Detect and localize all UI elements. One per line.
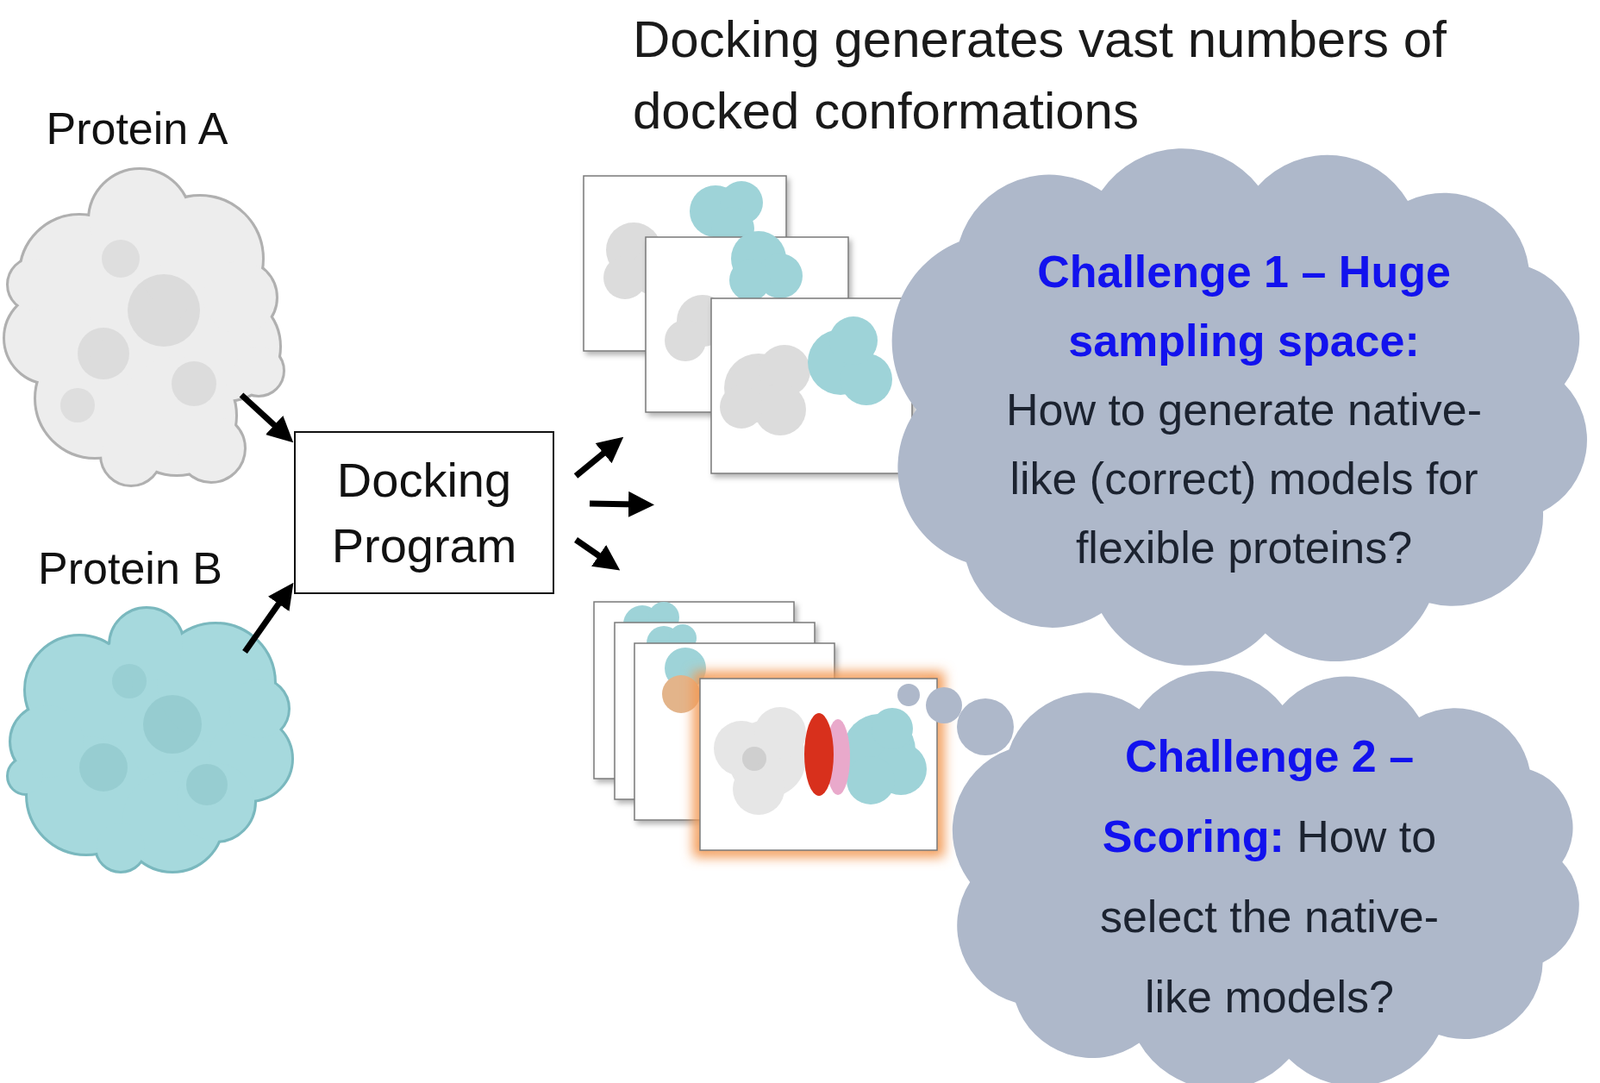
cloud-outline (952, 670, 1580, 1083)
protein-label: Protein A (25, 101, 249, 156)
model-stack (583, 175, 913, 474)
model-stack (603, 256, 647, 300)
protein-a-figure (77, 327, 130, 380)
protein-figure: Protein A (22, 101, 252, 395)
protein-a-figure (171, 361, 217, 407)
text-block: Challenge 1 – Huge sampling space:How to… (998, 237, 1490, 582)
text-block: Challenge 2 – Scoring:How to select the … (1077, 721, 1462, 1043)
challenge-heading: Challenge 1 – Huge sampling space: (998, 237, 1490, 375)
protein-b-figure (79, 743, 128, 792)
protein-a-figure (60, 387, 95, 423)
protein-label: Protein B (18, 541, 242, 595)
model-stack (719, 385, 763, 429)
cloud-outline (892, 148, 1588, 666)
text-block: Protein B (18, 541, 242, 595)
output-arrow (575, 539, 606, 561)
protein-b-figure (186, 763, 228, 806)
connector-arrow (244, 597, 283, 652)
protein-a-figure (5, 169, 283, 485)
thought-cloud: Challenge 2 – Scoring:How to select the … (943, 681, 1595, 1083)
connector-arrow (241, 394, 281, 431)
protein-figure: Protein B (15, 541, 245, 869)
thought-bubble (897, 683, 920, 707)
challenge-text: How to generate native-like (correct) mo… (998, 375, 1490, 582)
protein-b-figure (112, 663, 147, 699)
protein-a-figure (127, 274, 200, 347)
protein-a-figure (101, 239, 140, 278)
model-stack (664, 319, 707, 362)
output-arrow (589, 503, 637, 505)
process-label: Docking Program (311, 447, 538, 579)
thought-bubble (897, 683, 1014, 756)
thought-bubble (925, 687, 963, 724)
thought-bubble (956, 698, 1014, 756)
text-block: Protein A (25, 101, 249, 156)
protein-b-figure (143, 694, 202, 754)
thought-cloud: Challenge 1 – Huge sampling space:How to… (887, 155, 1600, 664)
process-box: Docking Program (293, 431, 555, 594)
model-stack (871, 707, 913, 750)
model-stack (829, 316, 878, 365)
text-block: Docking Program (311, 447, 538, 579)
protein-a-figure (5, 169, 283, 485)
protein-a-figure (5, 169, 283, 485)
model-stack (729, 259, 771, 301)
output-arrow (575, 448, 637, 561)
model-stack (732, 762, 785, 815)
diagram-title: Docking generates vast numbers of docked… (632, 3, 1582, 147)
output-arrow (575, 448, 610, 476)
model-stack (700, 678, 938, 850)
model-stack (711, 298, 913, 474)
model-stack (804, 712, 834, 796)
model-stack (700, 678, 938, 850)
model-stack (846, 756, 895, 805)
model-stack (593, 601, 938, 850)
model-stack (742, 746, 767, 771)
